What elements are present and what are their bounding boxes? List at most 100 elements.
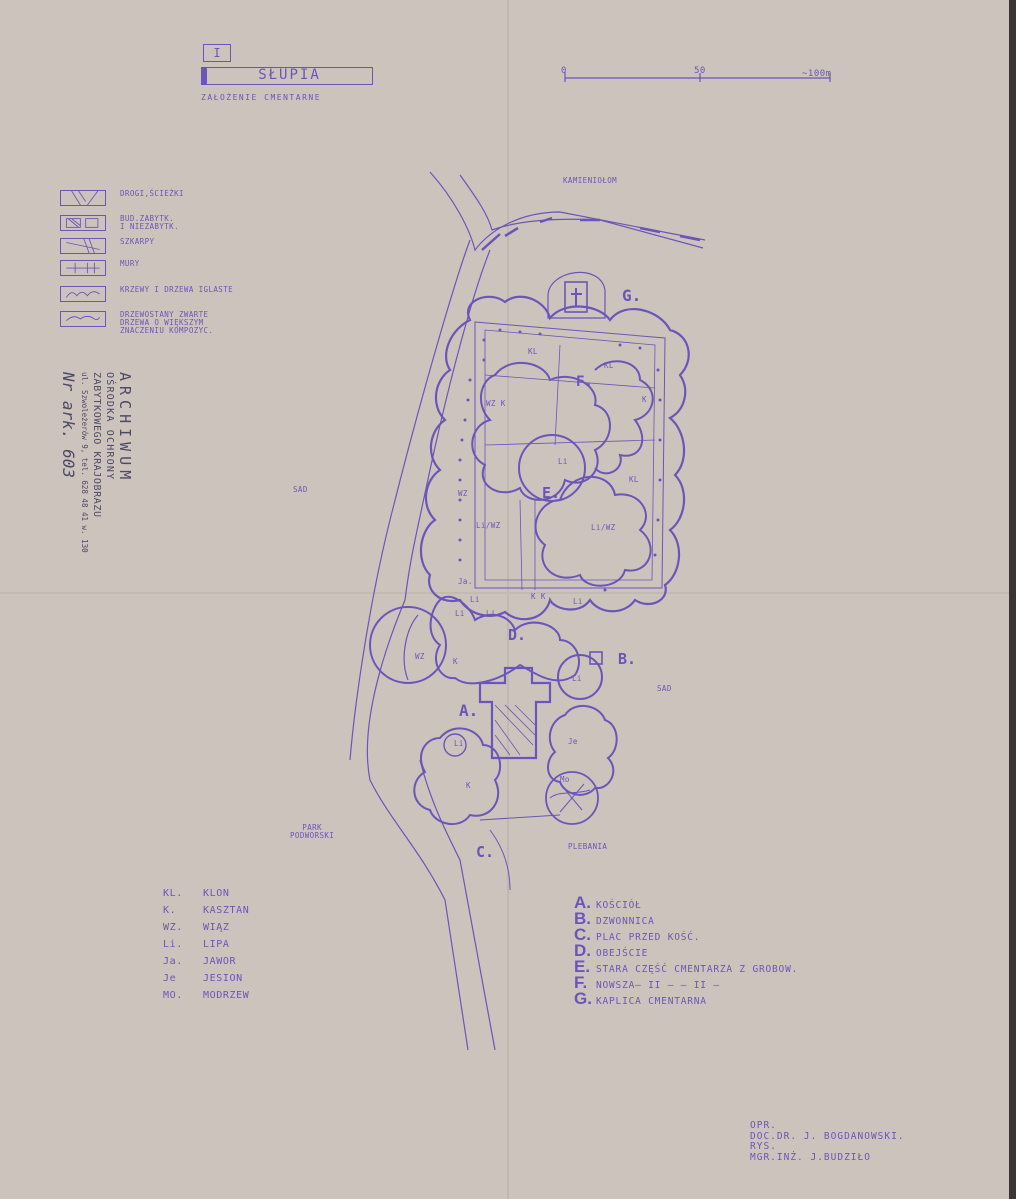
credits: OPR. DOC.DR. J. BOGDANOWSKI. RYS. MGR.IN…	[750, 1120, 905, 1163]
zone-letter-d: D.	[508, 626, 527, 644]
zone-key-letter: A.	[574, 893, 591, 912]
legend-item-escarpments: SZKARPY	[60, 238, 154, 254]
credit-line: OPR.	[750, 1120, 777, 1131]
tree-code: Li	[486, 609, 496, 618]
tree-code: Li	[572, 674, 582, 683]
zone-key-letter: B.	[574, 909, 591, 928]
tree-code: Li	[470, 595, 480, 604]
zone-key-name: KOŚCIÓŁ	[596, 900, 642, 911]
zone-key-letter: G.	[574, 989, 592, 1008]
label-sad-left: SAD	[293, 485, 308, 494]
species-row: K. KASZTAN	[163, 905, 249, 922]
legend-swatch-shrubs	[60, 286, 106, 302]
tree-code: K	[642, 395, 647, 404]
legend-label: KRZEWY I DRZEWA IGLASTE	[120, 285, 234, 294]
species-name: JAWOR	[203, 956, 237, 967]
species-row: Li.LIPA	[163, 939, 249, 956]
zone-letter-c: C.	[476, 843, 495, 861]
species-row: KL.KLON	[163, 888, 249, 905]
species-code: K.	[163, 905, 177, 916]
tree-code: K	[453, 657, 458, 666]
tree-code: KL	[528, 347, 538, 356]
scale-label-0: 0	[561, 66, 567, 76]
species-code: Ja.	[163, 956, 183, 967]
zone-key-name: STARA CZĘŚĆ CMENTARZA Z GROBOW.	[596, 964, 799, 975]
zone-key-row: E. STARA CZĘŚĆ CMENTARZA Z GROBOW.	[574, 957, 799, 976]
legend-item-shrubs: KRZEWY I DRZEWA IGLASTE	[60, 286, 233, 302]
zone-key-letter: F.	[574, 973, 588, 992]
tree-code: Ja.	[458, 577, 473, 586]
tree-code: K	[466, 781, 471, 790]
map-title: SŁUPIA	[201, 67, 373, 85]
paper-edge	[1009, 0, 1016, 1199]
scale-label-50: 50	[694, 66, 706, 76]
zone-key-row: C.PLAC PRZED KOŚĆ.	[574, 925, 798, 944]
tree-code: KL	[629, 475, 639, 484]
legend-item-buildings: BUD.ZABYTK.I NIEZABYTK.	[60, 215, 179, 231]
legend-swatch-roads	[60, 190, 106, 206]
tree-code: Li/WZ	[591, 523, 616, 532]
zone-key-letter: E.	[574, 957, 591, 976]
tree-code: Li	[455, 609, 465, 618]
legend-label: DROGI,ŚCIEŻKI	[120, 189, 184, 198]
zone-key-name: OBEJŚCIE	[596, 948, 649, 959]
zone-key-row: A. KOŚCIÓŁ	[574, 893, 798, 912]
zone-letter-b: B.	[618, 650, 637, 668]
tree-code: Je	[568, 737, 578, 746]
sheet-number: I	[203, 44, 231, 62]
credit-line: MGR.INŻ. J.BUDZIŁO	[750, 1151, 871, 1163]
zone-key-name: KAPLICA CMENTARNA	[596, 996, 707, 1007]
legend-label: BUD.ZABYTK.I NIEZABYTK.	[120, 214, 179, 231]
species-name: KLON	[203, 888, 230, 899]
species-row: WZ. WIĄZ	[163, 922, 249, 939]
credit-line: DOC.DR. J. BOGDANOWSKI.	[750, 1130, 905, 1142]
species-row: Ja. JAWOR	[163, 956, 249, 973]
legend-swatch-buildings	[60, 215, 106, 231]
zone-key-name: DZWONNICA	[596, 916, 655, 927]
species-name: KASZTAN	[203, 905, 250, 916]
species-code: Je	[163, 973, 177, 984]
legend-label: MURY	[120, 259, 140, 268]
zone-key-name: NOWSZA– II – — II —	[596, 980, 720, 991]
legend-item-walls: MURY	[60, 260, 140, 276]
tree-code: Li	[454, 739, 464, 748]
zone-letter-e: E.	[542, 484, 561, 502]
fold-line-vertical	[507, 0, 509, 1199]
zone-key-row: B. DZWONNICA	[574, 909, 798, 928]
zone-key-row: F. NOWSZA– II – — II —	[574, 973, 798, 992]
tree-code: WZ	[415, 652, 425, 661]
species-name: WIĄZ	[203, 922, 230, 933]
scale-bar	[564, 72, 831, 82]
zone-key-row: D. OBEJŚCIE	[574, 941, 798, 960]
species-code: MO.	[163, 990, 183, 1001]
tree-code: Li	[573, 597, 583, 606]
label-plebania: PLEBANIA	[568, 842, 608, 851]
species-row: MO. MODRZEW	[163, 990, 249, 1007]
zone-key-letter: D.	[574, 941, 591, 960]
legend-swatch-dense-trees	[60, 311, 106, 327]
tree-code: WZ K	[486, 399, 506, 408]
label-kamieniolom: KAMIENIOŁOM	[563, 176, 618, 185]
tree-code: KL	[604, 361, 614, 370]
species-name: LIPA	[203, 939, 230, 950]
species-code: WZ.	[163, 922, 183, 933]
zone-letter-f: F.	[576, 374, 593, 390]
zone-letter-a: A.	[459, 701, 479, 720]
credit-line: RYS.	[750, 1141, 777, 1152]
fold-line-horizontal	[0, 592, 1016, 594]
zone-key-name: PLAC PRZED KOŚĆ.	[596, 932, 701, 943]
tree-code: K K	[531, 592, 546, 601]
label-sad-right: SAD	[657, 684, 672, 693]
legend-item-roads: DROGI,ŚCIEŻKI	[60, 190, 184, 206]
zone-key-row: G. KAPLICA CMENTARNA	[574, 989, 798, 1008]
zone-letter-g: G.	[622, 286, 642, 305]
legend-swatch-escarpments	[60, 238, 106, 254]
species-name: MODRZEW	[203, 990, 250, 1001]
scale-label-100: ~100m	[802, 69, 832, 79]
